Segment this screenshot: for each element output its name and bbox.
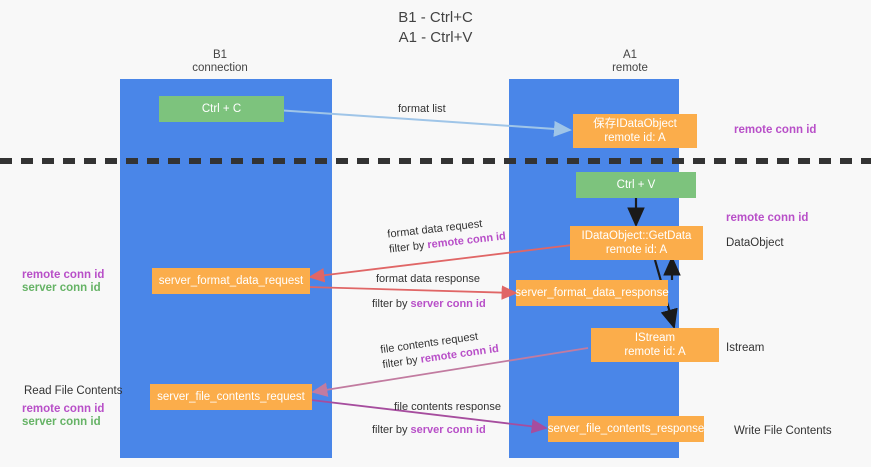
node-server-file-contents-request-label: server_file_contents_request xyxy=(157,391,305,403)
filter-key-server-conn-id: server conn id xyxy=(410,424,486,436)
edge-label-file-contents-response-text: file contents response xyxy=(394,401,502,413)
title-line-1: B1 - Ctrl+C xyxy=(398,9,473,26)
edge-label-file-contents-response-filter: filter by server conn id xyxy=(372,423,486,438)
annotation-left-key-remote: remote conn id xyxy=(22,269,105,281)
node-getdata-line1: IDataObject::GetData xyxy=(581,230,692,242)
lane-header-a1: A1 remote xyxy=(560,49,700,75)
filter-prefix: filter by xyxy=(381,353,422,372)
annotation-remote-conn-id-top: remote conn id xyxy=(734,124,817,136)
node-getdata[interactable]: IDataObject::GetData remote id: A xyxy=(570,226,703,260)
edge-label-format-data-response-filter: filter by server conn id xyxy=(372,297,486,312)
lane-a1-subtitle: remote xyxy=(612,62,648,74)
filter-prefix: filter by xyxy=(372,424,411,436)
page-title: B1 - Ctrl+C A1 - Ctrl+V xyxy=(0,8,871,48)
edge-label-format-data-request: format data request filter by remote con… xyxy=(387,214,507,257)
annotation-write-file-contents: Write File Contents xyxy=(734,425,832,437)
lane-a1-title: A1 xyxy=(622,49,638,61)
annotation-read-file-contents: Read File Contents xyxy=(24,385,123,397)
node-getdata-line2: remote id: A xyxy=(605,244,668,256)
annotation-istream: Istream xyxy=(726,342,765,354)
edge-label-format-list-text: format list xyxy=(398,103,446,115)
node-istream-line2: remote id: A xyxy=(624,346,686,358)
node-store-dataobject[interactable]: 保存IDataObject remote id: A xyxy=(573,114,697,148)
lane-header-b1: B1 connection xyxy=(150,49,290,75)
node-server-format-data-response[interactable]: server_format_data_response xyxy=(515,280,669,306)
annotation-left-key-server: server conn id xyxy=(22,282,101,294)
node-istream[interactable]: IStream remote id: A xyxy=(591,328,719,362)
edge-label-format-data-response-text: format data response xyxy=(376,273,480,285)
node-server-format-data-request-label: server_format_data_request xyxy=(158,275,304,287)
lane-b1-title: B1 xyxy=(212,49,228,61)
filter-prefix: filter by xyxy=(388,239,429,256)
node-store-dataobject-line1: 保存IDataObject xyxy=(593,118,677,130)
edge-label-file-contents-request: file contents request filter by remote c… xyxy=(379,327,500,373)
edge-label-format-data-response: format data response xyxy=(376,272,480,287)
node-ctrl-c[interactable]: Ctrl + C xyxy=(159,96,284,122)
node-server-file-contents-response[interactable]: server_file_contents_response xyxy=(548,416,704,442)
annotation-dataobject: DataObject xyxy=(726,237,784,249)
edge-label-format-list: format list xyxy=(398,102,446,117)
node-ctrl-v-label: Ctrl + V xyxy=(616,179,656,191)
arrow-format-data-response xyxy=(307,285,518,300)
node-ctrl-v[interactable]: Ctrl + V xyxy=(576,172,696,198)
annotation-remote-conn-id-mid: remote conn id xyxy=(726,212,809,224)
node-ctrl-c-label: Ctrl + C xyxy=(201,103,242,115)
node-server-file-contents-response-label: server_file_contents_response xyxy=(547,423,705,435)
node-istream-line1: IStream xyxy=(634,332,676,344)
node-server-format-data-response-label: server_format_data_response xyxy=(515,287,669,299)
node-server-format-data-request[interactable]: server_format_data_request xyxy=(152,268,310,294)
node-store-dataobject-line2: remote id: A xyxy=(604,132,666,144)
title-line-2: A1 - Ctrl+V xyxy=(398,29,473,46)
filter-prefix: filter by xyxy=(372,298,411,310)
annotation-left-key2-remote: remote conn id xyxy=(22,403,105,415)
node-server-file-contents-request[interactable]: server_file_contents_request xyxy=(150,384,312,410)
edge-label-file-contents-response: file contents response xyxy=(394,400,501,415)
filter-key-server-conn-id: server conn id xyxy=(410,298,486,310)
annotation-left-key2-server: server conn id xyxy=(22,416,101,428)
lane-b1-subtitle: connection xyxy=(192,62,248,74)
